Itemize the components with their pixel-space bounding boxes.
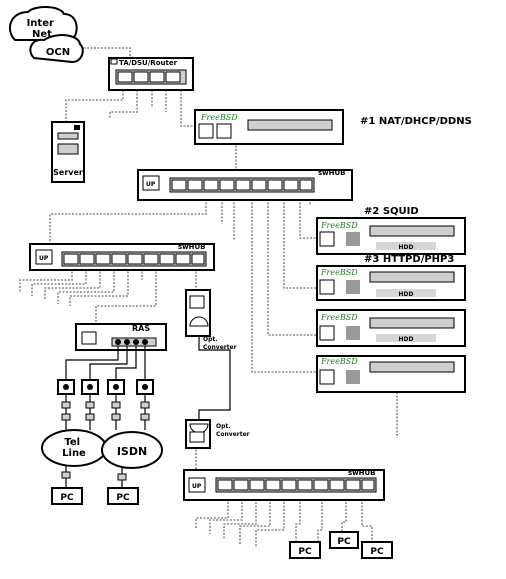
opt-converter-lower: Opt. Converter bbox=[185, 419, 250, 449]
converter-label-1: Opt. Converter bbox=[203, 336, 237, 351]
uplink-label-1: UP bbox=[146, 181, 156, 188]
hdd-label-2: HDD bbox=[399, 291, 414, 298]
server: Server bbox=[51, 121, 85, 183]
converter-label-2: Opt. Converter bbox=[216, 423, 250, 438]
freebsd-5: FreeBSD bbox=[316, 355, 466, 393]
hub-label-2: swHUB bbox=[178, 243, 206, 251]
freebsd-logo-2: FreeBSD bbox=[320, 221, 358, 230]
uplink-label-3: UP bbox=[192, 483, 202, 490]
hdd-label-1: HDD bbox=[399, 244, 414, 251]
opt-converter-upper: Opt. Converter bbox=[185, 289, 237, 351]
pc-links-left bbox=[61, 466, 127, 488]
nat-label: #1 NAT/DHCP/DDNS bbox=[360, 116, 472, 127]
squid-label: #2 SQUID bbox=[364, 206, 419, 217]
pc-label: PC bbox=[116, 493, 130, 503]
freebsd-logo-3: FreeBSD bbox=[320, 268, 358, 277]
httpd-label: #3 HTTPD/PHP3 bbox=[364, 254, 454, 265]
freebsd-nat: FreeBSD #1 NAT/DHCP/DDNS bbox=[194, 109, 472, 145]
pc-label: PC bbox=[60, 493, 74, 503]
pc-label: PC bbox=[337, 537, 351, 547]
freebsd-logo-5: FreeBSD bbox=[320, 357, 358, 366]
tel-line: Tel Line bbox=[41, 429, 107, 467]
freebsd-logo-4: FreeBSD bbox=[320, 313, 358, 322]
pc-label: PC bbox=[298, 547, 312, 557]
internet-cloud: Inter Net bbox=[8, 6, 78, 41]
pc-bottom-3: PC bbox=[361, 541, 393, 559]
uplink-label-2: UP bbox=[39, 255, 49, 262]
internet-label: Inter Net bbox=[27, 18, 58, 40]
router: TA/DSU/Router bbox=[108, 57, 194, 91]
pc-bottom-2: PC bbox=[329, 531, 359, 549]
swhub-middle: UP swHUB bbox=[29, 243, 215, 271]
router-label: TA/DSU/Router bbox=[119, 59, 178, 67]
hub-label-3: swHUB bbox=[348, 469, 376, 477]
ras-modem-links bbox=[65, 346, 146, 380]
isdn-label: ISDN bbox=[117, 445, 147, 458]
swhub-top: UP swHUB bbox=[137, 169, 353, 201]
tel-line-label: Tel Line bbox=[62, 437, 86, 459]
internet-line-1: Inter bbox=[27, 18, 54, 29]
internet-line-2: Net bbox=[32, 29, 52, 40]
pc-bottom-1: PC bbox=[289, 541, 321, 559]
isdn: ISDN bbox=[101, 431, 163, 469]
ras-label: RAS bbox=[132, 324, 150, 333]
ras: RAS bbox=[75, 323, 167, 351]
hdd-label-3: HDD bbox=[399, 336, 414, 343]
freebsd-squid: #2 SQUID FreeBSD HDD bbox=[316, 206, 466, 255]
server-label: Server bbox=[53, 168, 83, 177]
pc-left-2: PC bbox=[107, 487, 139, 505]
ocn-label: OCN bbox=[46, 47, 70, 58]
pc-left-1: PC bbox=[51, 487, 83, 505]
ocn-cloud: OCN bbox=[29, 34, 84, 64]
modems bbox=[57, 379, 154, 430]
freebsd-logo-1: FreeBSD bbox=[200, 113, 238, 122]
hub-label-1: swHUB bbox=[318, 169, 346, 177]
freebsd-4: FreeBSD HDD bbox=[316, 309, 466, 347]
pc-label: PC bbox=[370, 547, 384, 557]
swhub-bottom: UP swHUB bbox=[183, 469, 385, 501]
freebsd-httpd: #3 HTTPD/PHP3 FreeBSD HDD bbox=[316, 254, 466, 301]
